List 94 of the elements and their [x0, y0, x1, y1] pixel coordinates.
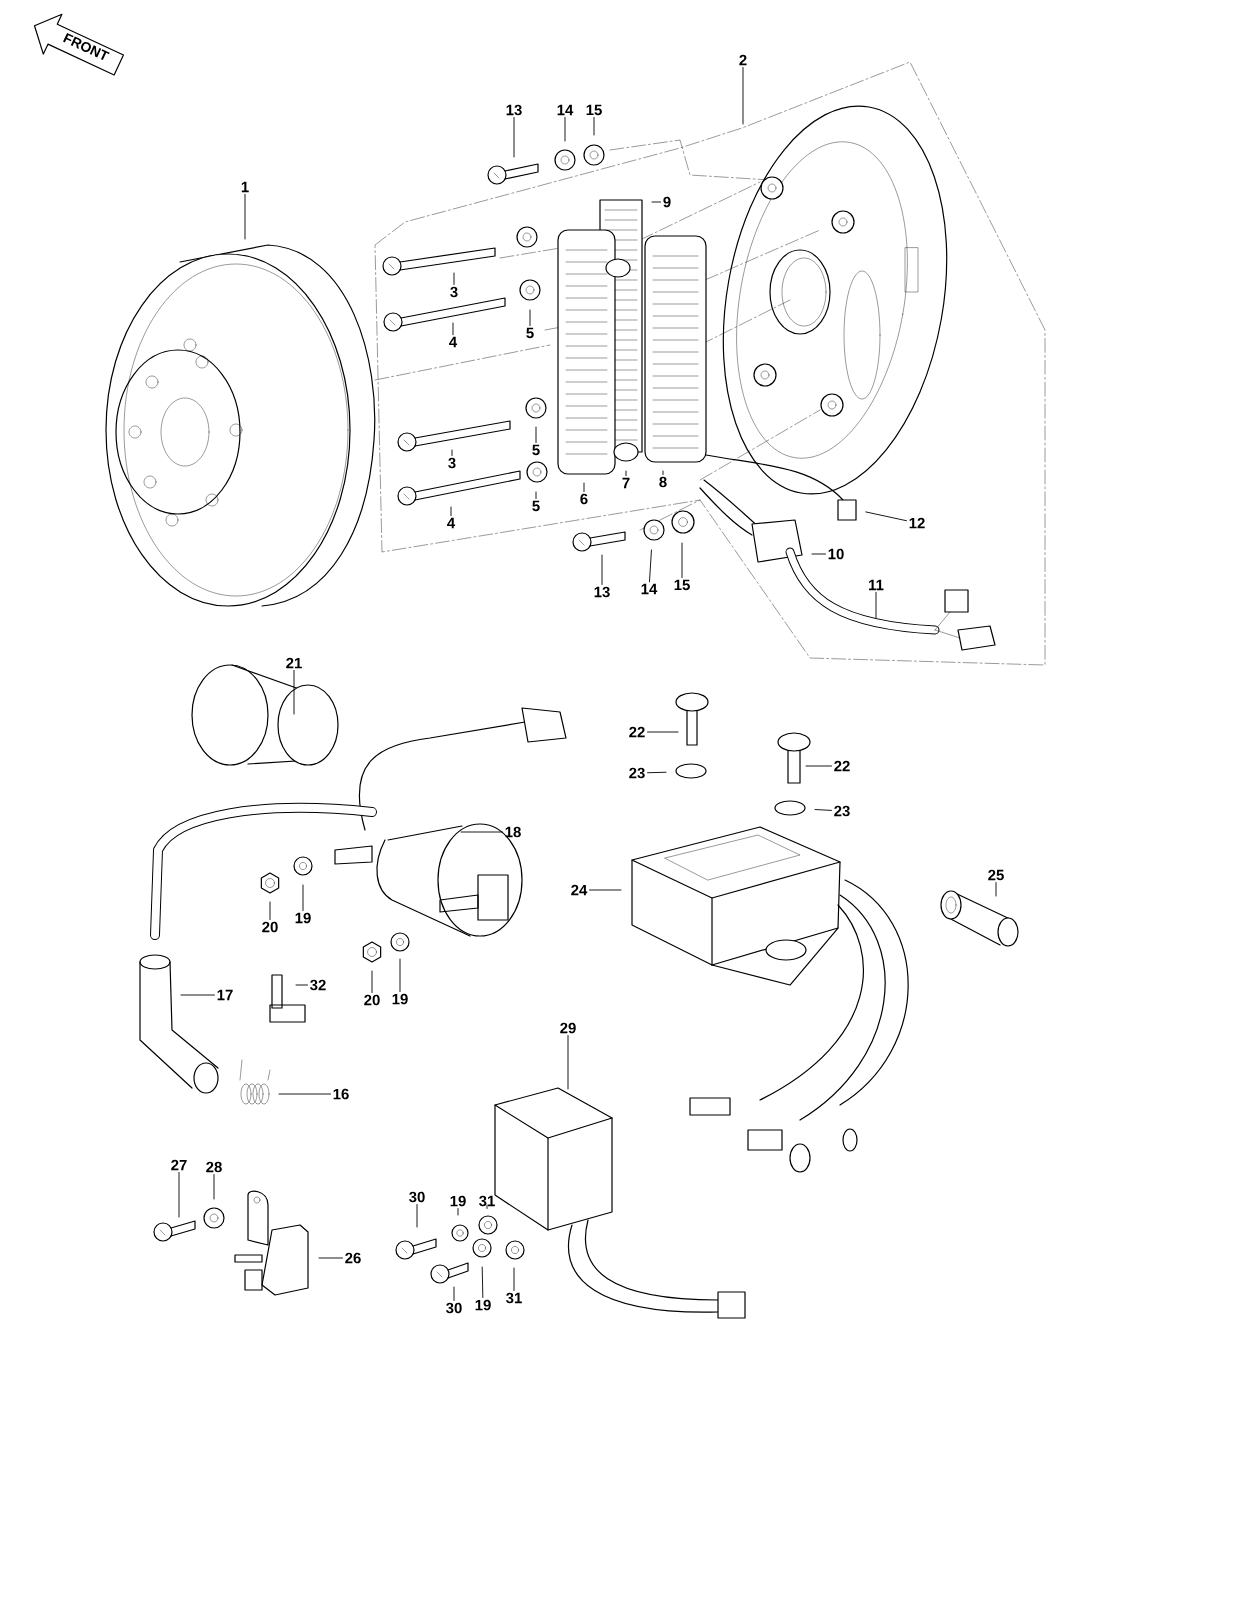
- callout-number: 21: [286, 657, 302, 669]
- callout-number: 7: [622, 477, 630, 489]
- leader-line: [535, 426, 537, 444]
- callout-number: 29: [560, 1022, 576, 1034]
- leader-line: [875, 591, 877, 619]
- callout-number: 20: [262, 921, 278, 933]
- leader-line: [451, 449, 453, 456]
- leader-line: [302, 884, 304, 911]
- callout-number: 22: [629, 726, 645, 738]
- leader-line: [180, 994, 215, 996]
- callout-number: 17: [217, 989, 233, 1001]
- callout-number: 3: [448, 457, 456, 469]
- callout-number: 16: [333, 1088, 349, 1100]
- leader-line: [589, 889, 622, 891]
- leader-line: [453, 272, 455, 285]
- callout-number: 13: [506, 104, 522, 116]
- leader-line: [601, 554, 603, 585]
- callout-number: 23: [629, 767, 645, 779]
- callout-number: 19: [295, 912, 311, 924]
- leader-line: [481, 1266, 484, 1298]
- leader-line: [649, 549, 652, 583]
- leader-line: [513, 1267, 515, 1291]
- callout-number: 30: [409, 1191, 425, 1203]
- leader-line: [371, 970, 373, 993]
- callout-number: 19: [392, 993, 408, 1005]
- leader-line: [593, 116, 595, 136]
- callout-number: 4: [447, 517, 456, 529]
- callout-number: 31: [479, 1195, 495, 1207]
- leader-line: [293, 669, 295, 715]
- leader-line: [213, 1174, 215, 1200]
- callout-number: 5: [532, 444, 540, 456]
- leader-line: [318, 1257, 343, 1259]
- callout-number: 5: [526, 327, 534, 339]
- leader-line: [865, 511, 907, 522]
- callout-number: 20: [364, 994, 380, 1006]
- callout-number: 15: [674, 579, 690, 591]
- leader-line: [452, 322, 454, 336]
- leader-line: [457, 1208, 459, 1216]
- leader-line: [295, 984, 308, 986]
- callout-number: 3: [450, 286, 458, 298]
- leader-line: [647, 771, 667, 774]
- callout-number: 6: [580, 493, 588, 505]
- callout-number: 10: [828, 548, 844, 560]
- callout-number: 13: [594, 586, 610, 598]
- callout-number: 30: [446, 1302, 462, 1314]
- leader-line: [529, 309, 531, 327]
- leader-line: [564, 116, 566, 142]
- callout-number: 5: [532, 500, 540, 512]
- callout-number: 14: [557, 104, 574, 116]
- leader-line: [450, 506, 452, 517]
- callout-number: 8: [659, 476, 667, 488]
- leader-line: [995, 882, 997, 897]
- callout-number: 1: [241, 181, 249, 193]
- leader-line: [811, 553, 826, 555]
- leader-line: [513, 117, 515, 158]
- callout-number: 19: [475, 1299, 491, 1311]
- leader-line: [805, 765, 832, 767]
- callout-number: 23: [834, 805, 850, 817]
- callout-number: 15: [586, 104, 602, 116]
- callout-number: 28: [206, 1161, 222, 1173]
- leader-line: [567, 1035, 569, 1090]
- leader-line: [178, 1171, 180, 1218]
- leader-line: [814, 809, 832, 811]
- callout-number: 31: [506, 1292, 522, 1304]
- leader-line: [535, 491, 537, 500]
- callout-number: 4: [449, 336, 458, 348]
- leader-line: [742, 66, 744, 125]
- callout-number: 18: [505, 826, 521, 838]
- leader-line: [416, 1204, 418, 1228]
- leader-line: [453, 1286, 455, 1301]
- leader-line: [244, 193, 246, 240]
- leader-line: [583, 482, 585, 492]
- callout-number: 11: [869, 579, 884, 591]
- leader-line: [662, 470, 664, 475]
- callout-number: 24: [571, 884, 588, 896]
- callout-number: 32: [310, 979, 326, 991]
- leader-line: [460, 831, 503, 833]
- callout-number: 14: [641, 583, 658, 595]
- callout-number: 22: [834, 760, 850, 772]
- callout-number: 9: [663, 196, 671, 208]
- leader-line: [486, 1204, 488, 1209]
- leader-line: [278, 1093, 331, 1095]
- leader-line: [651, 201, 662, 203]
- callout-number: 2: [739, 54, 747, 66]
- leader-line: [647, 731, 679, 733]
- callout-number: 12: [909, 517, 925, 529]
- callout-number: 25: [988, 869, 1004, 881]
- callout-number: 26: [345, 1252, 361, 1264]
- leader-line: [269, 901, 271, 920]
- callout-number: 19: [450, 1195, 466, 1207]
- leader-line: [399, 958, 401, 992]
- leader-line: [681, 542, 683, 579]
- leader-line: [625, 470, 627, 477]
- callout-number: 27: [171, 1159, 187, 1171]
